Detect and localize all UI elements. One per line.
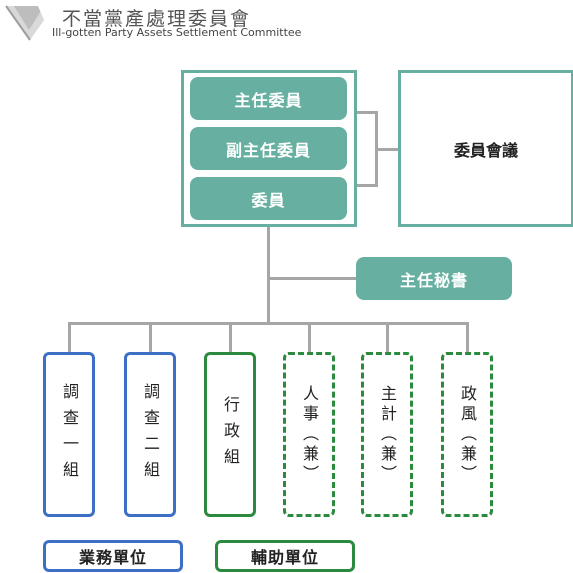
secretary-general-box: 主任秘書: [356, 257, 512, 300]
unit-label: 人事（兼）: [300, 384, 319, 485]
organization-name-english: Ill-gotten Party Assets Settlement Commi…: [52, 26, 302, 39]
connector-unit-drop: [386, 322, 389, 352]
unit-label: 主計（兼）: [378, 384, 397, 485]
unit-ethics: 政風（兼）: [441, 352, 493, 517]
unit-administration: 行政組: [204, 352, 256, 517]
connector-units-bar: [68, 322, 469, 325]
connector-to-secretary: [267, 277, 356, 280]
unit-label: 政風（兼）: [458, 384, 477, 485]
connector-unit-drop: [308, 322, 311, 352]
unit-investigation-1: 調查一組: [43, 352, 95, 517]
connector-committee-to-meeting: [375, 148, 400, 151]
unit-label: 行政組: [221, 395, 240, 474]
unit-accounting: 主計（兼）: [361, 352, 413, 517]
legend-support-units: 輔助單位: [215, 540, 355, 572]
connector-unit-drop: [68, 322, 71, 352]
unit-label: 調查二組: [141, 382, 160, 487]
chair-box: 主任委員: [190, 77, 347, 120]
connector-unit-drop: [466, 322, 469, 352]
member-box: 委員: [190, 177, 347, 220]
connector-main-trunk: [267, 227, 270, 325]
connector-committee-to-meeting: [347, 184, 378, 187]
unit-label: 調查一組: [60, 382, 79, 487]
unit-personnel: 人事（兼）: [283, 352, 335, 517]
legend-business-units: 業務單位: [43, 540, 183, 572]
connector-unit-drop: [149, 322, 152, 352]
committee-meeting-box: 委員會議: [398, 70, 573, 227]
vice-chair-box: 副主任委員: [190, 127, 347, 170]
unit-investigation-2: 調查二組: [124, 352, 176, 517]
connector-committee-to-meeting: [347, 111, 378, 114]
organization-name: 不當黨產處理委員會: [62, 8, 252, 30]
logo-icon: [4, 2, 56, 42]
connector-unit-drop: [229, 322, 232, 352]
